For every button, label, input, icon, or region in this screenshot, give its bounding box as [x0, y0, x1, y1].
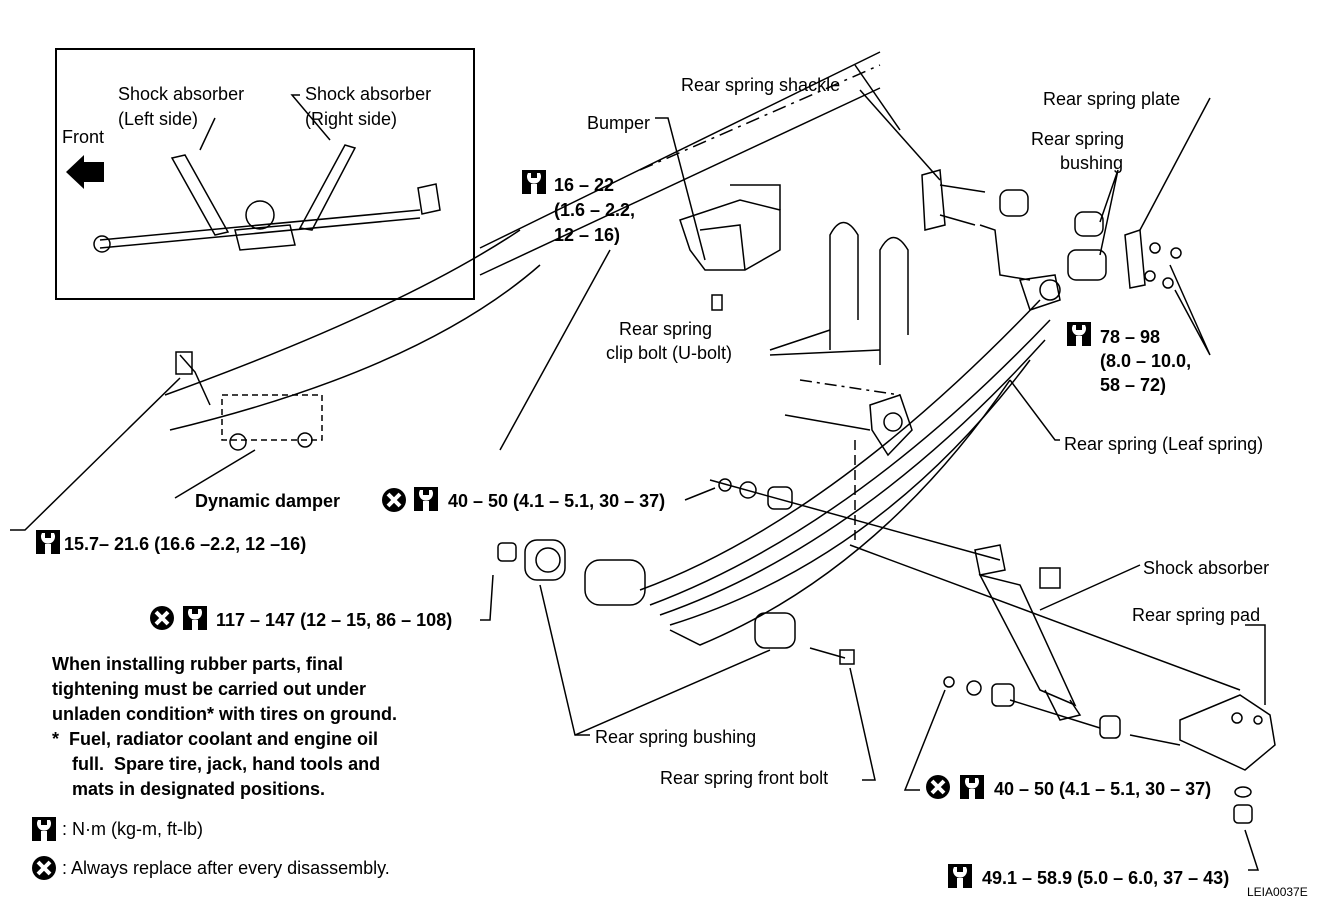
torque-shackle-line2: (8.0 – 10.0,: [1100, 351, 1192, 371]
rear-spring-front-bolt-label: Rear spring front bolt: [660, 768, 829, 788]
torque-bumper-line3: 12 – 16): [554, 225, 621, 245]
note-line-5: full. Spare tire, jack, hand tools and: [52, 754, 381, 774]
rear-spring-leaf-label: Rear spring (Leaf spring): [1064, 434, 1264, 454]
shock-left-line2: (Left side): [118, 109, 199, 129]
rear-spring-pad-label: Rear spring pad: [1132, 605, 1261, 625]
rear-spring-plate-label: Rear spring plate: [1043, 89, 1181, 109]
clip-bolt-line2: clip bolt (U-bolt): [606, 343, 733, 363]
note-line-6: mats in designated positions.: [52, 779, 326, 799]
shock-right-line1: Shock absorber: [305, 84, 432, 104]
front-label: Front: [62, 127, 105, 147]
rear-spring-bushing-top-line2: bushing: [1060, 153, 1124, 173]
note-line-2: tightening must be carried out under: [52, 679, 367, 699]
torque-shock-upper: 49.1 – 58.9 (5.0 – 6.0, 37 – 43): [982, 868, 1230, 888]
clip-bolt-line1: Rear spring: [619, 319, 713, 339]
note-line-1: When installing rubber parts, final: [52, 654, 344, 674]
note-line-4: * Fuel, radiator coolant and engine oil: [52, 729, 379, 749]
torque-shackle-line1: 78 – 98: [1100, 327, 1161, 347]
legend-torque-unit: : N·m (kg-m, ft-lb): [62, 819, 203, 839]
shock-left-line1: Shock absorber: [118, 84, 245, 104]
rear-spring-shackle-label: Rear spring shackle: [681, 75, 841, 95]
legend-always-replace: : Always replace after every disassembly…: [62, 858, 390, 878]
torque-bumper-line2: (1.6 – 2.2,: [554, 200, 636, 220]
torque-ubolt-nut: 40 – 50 (4.1 – 5.1, 30 – 37): [448, 491, 666, 511]
torque-front-bolt: 117 – 147 (12 – 15, 86 – 108): [216, 610, 453, 630]
shock-absorber-label: Shock absorber: [1143, 558, 1270, 578]
dynamic-damper-label: Dynamic damper: [195, 491, 341, 511]
torque-damper: 15.7– 21.6 (16.6 –2.2, 12 –16): [64, 534, 307, 554]
torque-shock-lower: 40 – 50 (4.1 – 5.1, 30 – 37): [994, 779, 1212, 799]
note-line-3: unladen condition* with tires on ground.: [52, 704, 397, 724]
rear-spring-bushing-label: Rear spring bushing: [595, 727, 757, 747]
shock-right-line2: (Right side): [305, 109, 398, 129]
torque-shackle-line3: 58 – 72): [1100, 375, 1167, 395]
bumper-label: Bumper: [587, 113, 651, 133]
torque-bumper-line1: 16 – 22: [554, 175, 615, 195]
figure-id: LEIA0037E: [1247, 885, 1308, 899]
inset-overview-frame: [55, 48, 475, 300]
rear-spring-bushing-top-line1: Rear spring: [1031, 129, 1125, 149]
